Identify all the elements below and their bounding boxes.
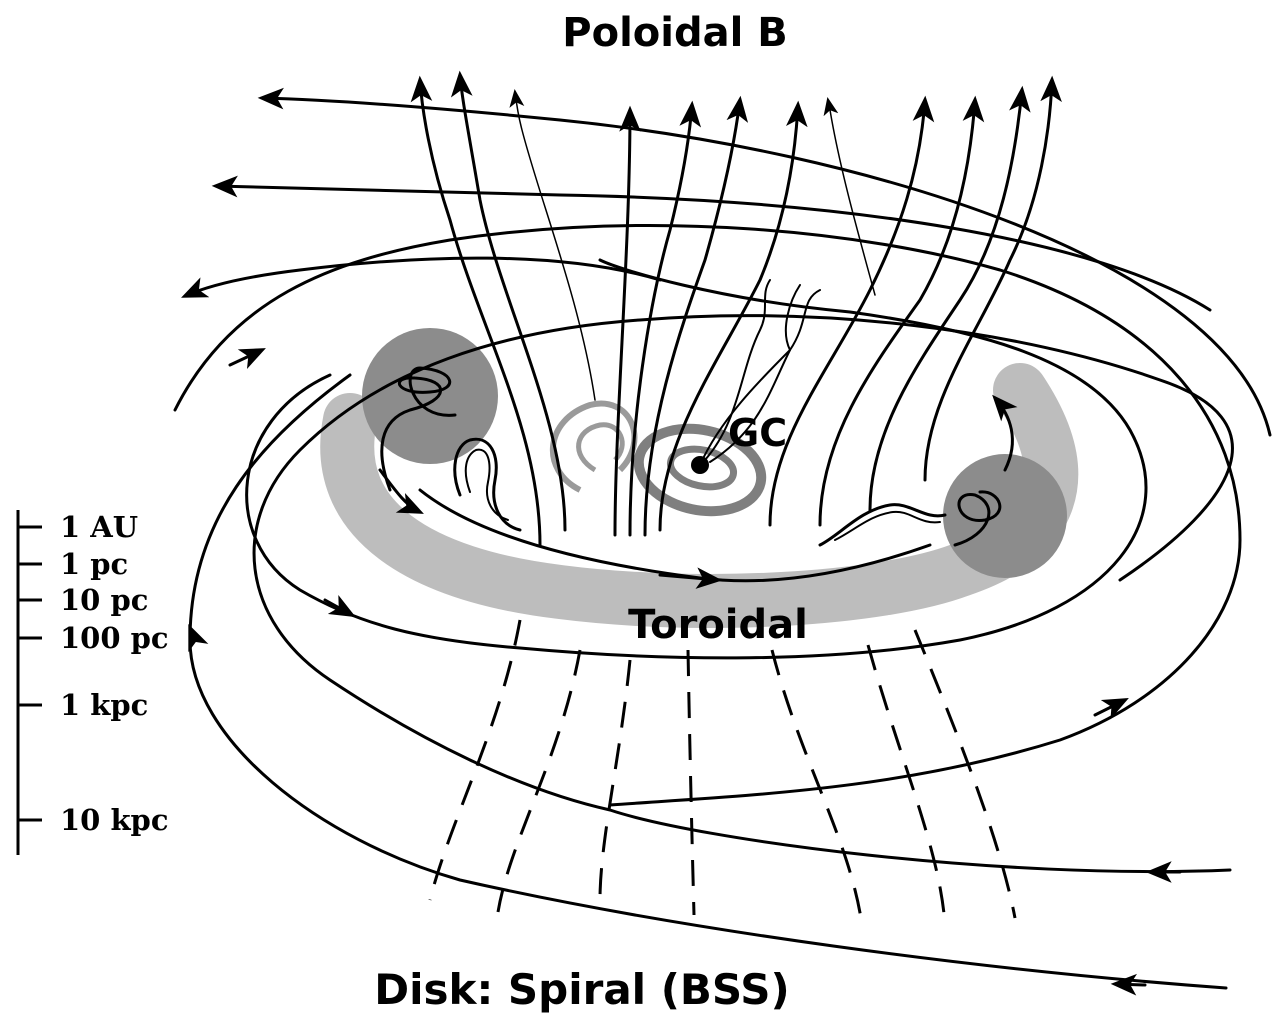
dashed-line-7 — [915, 630, 1015, 918]
poloidal-line-1 — [420, 80, 540, 545]
gc-label: GC — [728, 411, 787, 455]
dashed-line-6 — [868, 645, 945, 925]
scale-label-1kpc: 1 kpc — [60, 688, 148, 722]
poloidal-label: Poloidal B — [562, 10, 787, 56]
left-loop-inner — [466, 450, 508, 520]
poloidal-line-11 — [870, 90, 1022, 510]
toroidal-label: Toroidal — [628, 602, 808, 648]
scale-label-1au: 1 AU — [60, 510, 138, 544]
arrow-bottom-right — [1115, 984, 1145, 985]
scale-bar: 1 AU 1 pc 10 pc 100 pc 1 kpc 10 kpc — [18, 510, 169, 855]
right-field-blob — [943, 454, 1067, 578]
arrow-left-up — [230, 350, 262, 365]
poloidal-line-8 — [828, 100, 875, 295]
scale-label-1pc: 1 pc — [60, 547, 128, 581]
arc-third — [185, 258, 660, 296]
right-wave-inner — [835, 512, 940, 540]
spiral-disk-field — [175, 98, 1270, 988]
dashed-line-2 — [498, 650, 580, 912]
arrow-left-mid — [325, 600, 352, 615]
disk-label: Disk: Spiral (BSS) — [374, 965, 789, 1014]
scale-label-10kpc: 10 kpc — [60, 803, 168, 837]
poloidal-line-2 — [460, 75, 565, 530]
scale-label-10pc: 10 pc — [60, 583, 148, 617]
dashed-line-1 — [430, 620, 520, 900]
dashed-line-3 — [600, 660, 630, 900]
dashed-line-4 — [688, 650, 694, 915]
scale-label-100pc: 100 pc — [60, 621, 169, 655]
